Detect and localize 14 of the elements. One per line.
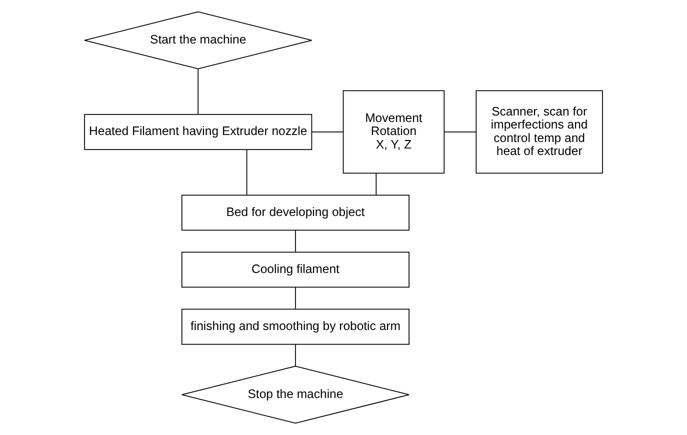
node-box: Movement Rotation X, Y, Z (342, 90, 445, 174)
node-box: Cooling filament (181, 252, 410, 288)
connector (295, 344, 296, 367)
node-box: Scanner, scan for imperfections and control temp and heat of extruder (476, 90, 603, 174)
node-box: Heated Filament having Extruder nozzle (84, 114, 312, 150)
node-diamond: Start the machine (84, 11, 312, 70)
node-diamond: Stop the machine (181, 366, 410, 424)
connector (246, 149, 248, 196)
connector (198, 68, 199, 115)
connector (295, 230, 296, 252)
node-box: finishing and smoothing by robotic arm (181, 308, 410, 345)
connector (295, 286, 296, 310)
connector (376, 172, 377, 196)
node-box: Bed for developing object (181, 194, 410, 231)
